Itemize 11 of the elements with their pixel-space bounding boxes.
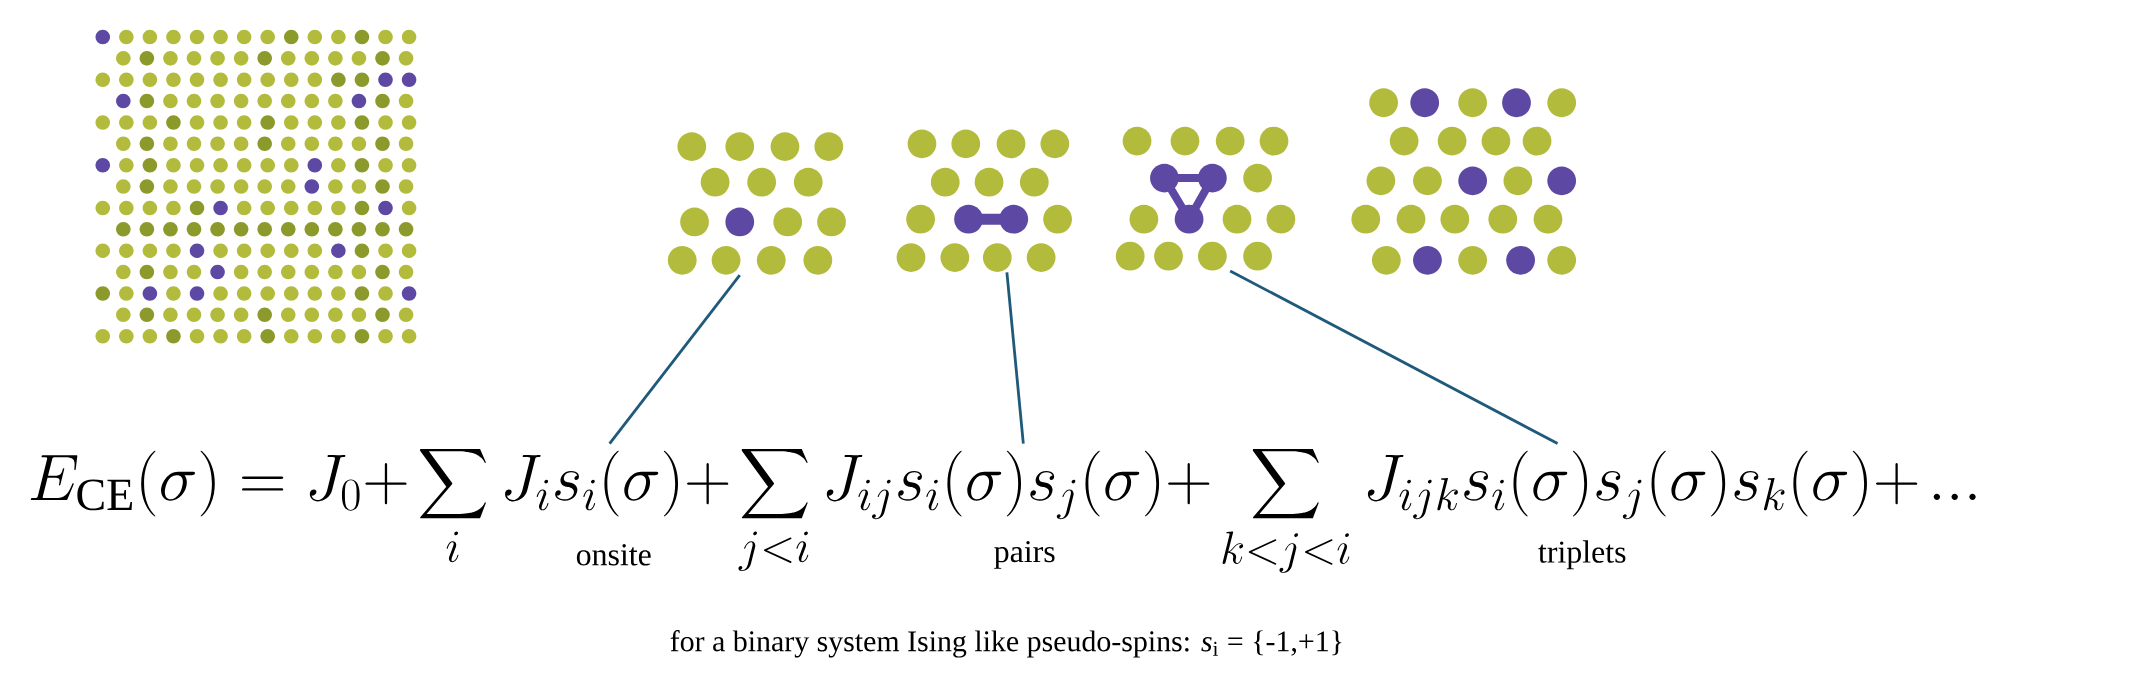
cluster-drawing xyxy=(667,132,846,275)
cluster-drawing xyxy=(1351,88,1577,275)
leader-line xyxy=(1229,269,1559,445)
formula-term: $E_{\mathrm{CE}}(\sigma) = J_0 +$ xyxy=(30,450,407,517)
leader-line xyxy=(1005,272,1025,444)
formula-term: $...$ xyxy=(1933,493,1976,501)
note-text: for a binary system Ising like pseudo-spins: s$_{i}$ = {-1,+1} xyxy=(670,630,1342,658)
leader-line xyxy=(608,274,741,445)
lattice-drawing xyxy=(95,29,417,344)
cluster-drawing xyxy=(896,129,1072,273)
cluster-drawing xyxy=(1115,126,1296,271)
